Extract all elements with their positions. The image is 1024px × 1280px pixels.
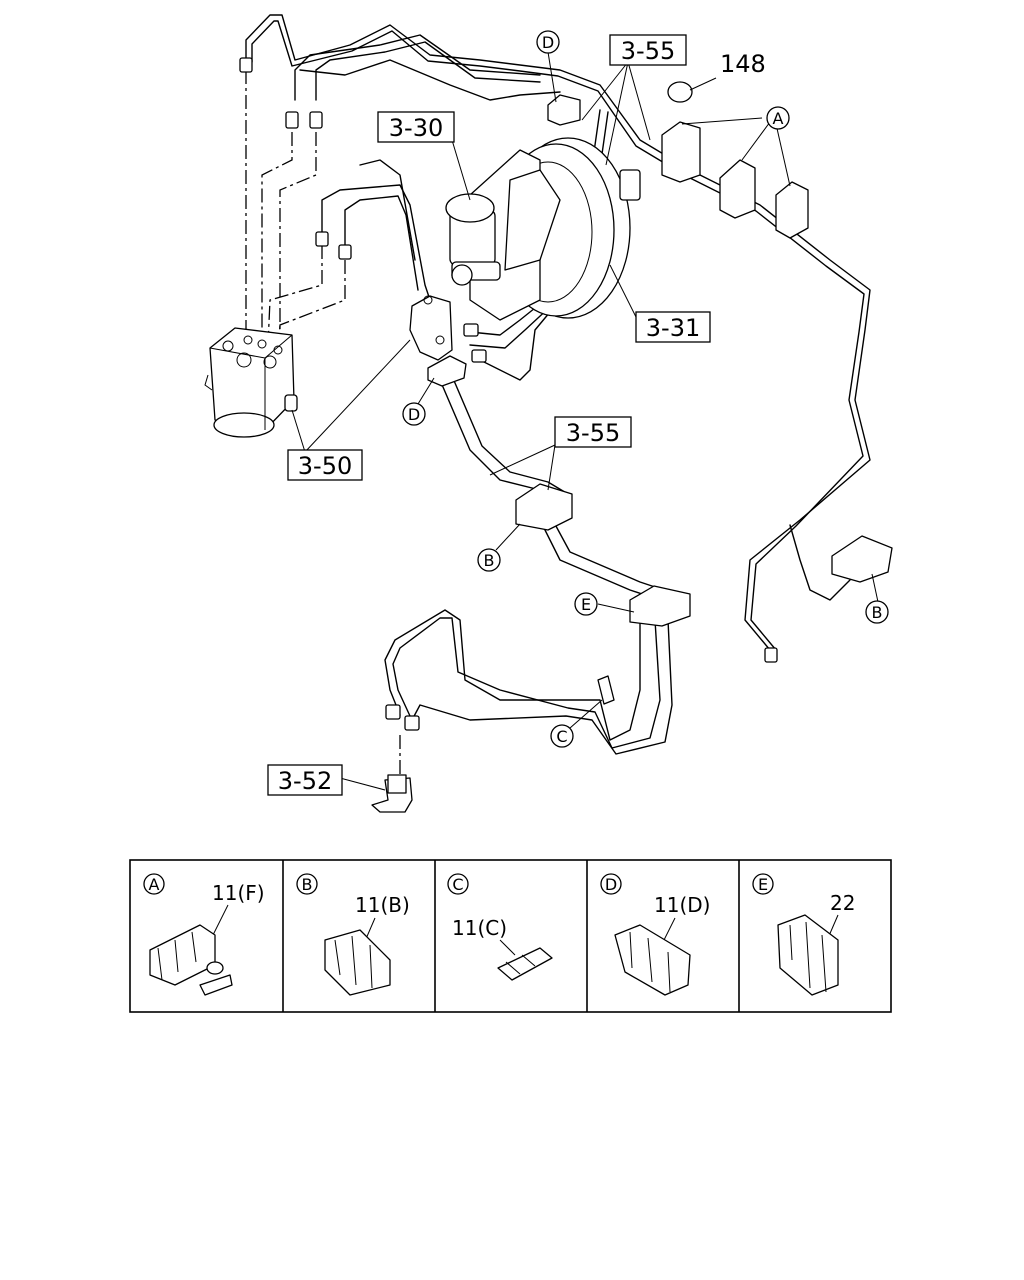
callout-text: 3-55 bbox=[621, 37, 675, 65]
letter-e: E bbox=[574, 592, 598, 616]
callout-text: 3-31 bbox=[646, 314, 700, 342]
letter-b-center: B bbox=[477, 548, 501, 572]
letter-d-top: D bbox=[536, 30, 560, 54]
legend-part-number: 11(D) bbox=[654, 893, 710, 917]
legend-part-number: 11(B) bbox=[355, 893, 410, 917]
callout-text: 3-30 bbox=[389, 114, 443, 142]
callout-3-55-top: 3-55 bbox=[609, 34, 687, 66]
master-cylinder bbox=[445, 193, 501, 286]
pipe-fittings bbox=[239, 57, 778, 731]
letter-b-right: B bbox=[865, 600, 889, 624]
callout-3-50: 3-50 bbox=[287, 449, 363, 481]
leader-lines bbox=[291, 51, 879, 791]
legend-letter: B bbox=[302, 875, 313, 894]
callout-3-52: 3-52 bbox=[267, 764, 343, 796]
legend-part-number: 11(F) bbox=[212, 881, 265, 905]
letter-text: B bbox=[484, 551, 495, 570]
legend-letter: C bbox=[452, 875, 463, 894]
callout-text: 3-52 bbox=[278, 767, 332, 795]
letter-d-lower: D bbox=[402, 402, 426, 426]
letter-text: A bbox=[773, 109, 784, 128]
letter-a: A bbox=[766, 106, 790, 130]
legend-part-number: 11(C) bbox=[452, 916, 507, 940]
legend-cell-c: C 11(C) bbox=[447, 873, 553, 981]
callout-text: 3-55 bbox=[566, 419, 620, 447]
callout-148: 148 bbox=[720, 50, 766, 78]
abs-hydraulic-unit bbox=[204, 327, 298, 438]
letter-text: D bbox=[408, 405, 420, 424]
letter-text: B bbox=[872, 603, 883, 622]
callout-3-31: 3-31 bbox=[635, 311, 711, 343]
legend-cell-a: A 11(F) bbox=[143, 873, 265, 996]
callout-text: 3-50 bbox=[298, 452, 352, 480]
callout-3-30: 3-30 bbox=[377, 111, 455, 143]
legend-cell-e: E 22 bbox=[752, 873, 855, 996]
pipe-clips bbox=[371, 77, 893, 813]
letter-text: E bbox=[581, 595, 591, 614]
letter-c: C bbox=[550, 724, 574, 748]
legend-part-number: 22 bbox=[830, 891, 855, 915]
legend-cell-d: D 11(D) bbox=[600, 873, 710, 996]
legend-letter: A bbox=[149, 875, 160, 894]
dashed-leaders bbox=[245, 70, 401, 790]
letter-text: C bbox=[556, 727, 567, 746]
letter-text: D bbox=[542, 33, 554, 52]
legend-letter: E bbox=[758, 875, 768, 894]
legend-cell-b: B 11(B) bbox=[296, 873, 410, 996]
legend-letter: D bbox=[605, 875, 617, 894]
clip-legend-table: A 11(F) B 11(B) C 11(C) bbox=[129, 859, 892, 1013]
callout-3-55-mid: 3-55 bbox=[554, 416, 632, 448]
